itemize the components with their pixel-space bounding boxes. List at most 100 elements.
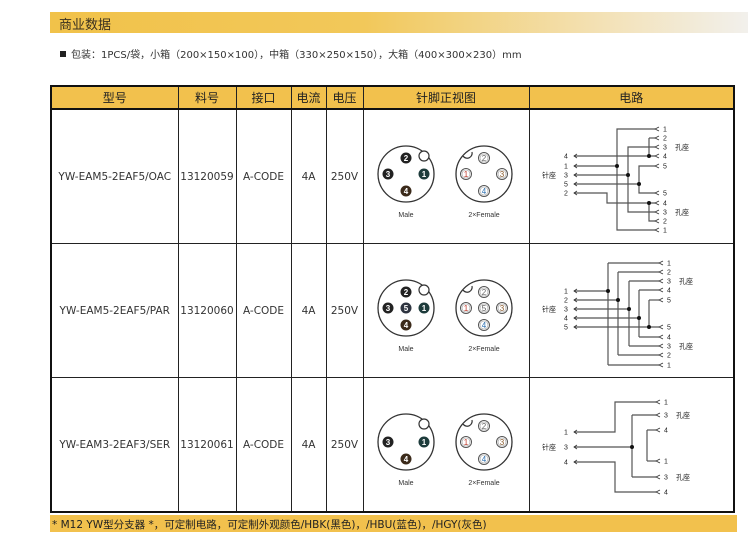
arrow-left-icon xyxy=(572,324,577,329)
socket-number: 2 xyxy=(663,218,667,225)
svg-text:4: 4 xyxy=(481,321,486,330)
female-pin-2: 2 xyxy=(477,151,490,164)
svg-text:2: 2 xyxy=(481,154,486,163)
svg-text:2: 2 xyxy=(481,288,486,297)
packaging-info: 包装：1PCS/袋，小箱（200×150×100），中箱（330×250×150… xyxy=(60,46,522,61)
svg-text:1: 1 xyxy=(463,438,468,447)
socket-number: 1 xyxy=(664,458,668,465)
bullet-square-icon xyxy=(60,51,66,57)
socket-number: 4 xyxy=(664,489,668,496)
current-cell: 4A xyxy=(290,377,327,513)
wire xyxy=(637,183,655,194)
junction-dot xyxy=(626,306,631,311)
socket-number: 3 xyxy=(664,412,668,419)
junction-dot xyxy=(646,324,651,329)
part-number-cell: 13120059 xyxy=(177,108,237,244)
socket-arrow-icon xyxy=(657,260,663,265)
male-label: Male xyxy=(398,212,413,219)
male-label: Male xyxy=(398,480,413,487)
arrow-left-icon xyxy=(572,459,577,464)
pin-seat-label: 针座 xyxy=(542,170,556,179)
section-title: 商业数据 xyxy=(59,18,112,33)
arrow-left-icon xyxy=(572,288,577,293)
socket-seat-label: 孔座 xyxy=(679,341,693,350)
socket-arrow-icon xyxy=(654,427,660,432)
female-pin-1: 1 xyxy=(459,301,472,314)
junction-dot xyxy=(615,297,620,302)
header-voltage: 电压 xyxy=(325,85,364,110)
female-pin-1: 1 xyxy=(459,435,472,448)
wire xyxy=(615,165,655,231)
arrow-left-icon xyxy=(572,181,577,186)
arrow-left-icon xyxy=(572,172,577,177)
socket-number: 5 xyxy=(667,324,671,331)
pin-number: 3 xyxy=(564,444,568,451)
svg-text:4: 4 xyxy=(481,187,486,196)
pin-number: 5 xyxy=(564,181,568,188)
wire xyxy=(573,164,655,185)
packaging-text: 包装：1PCS/袋，小箱（200×150×100），中箱（330×250×150… xyxy=(71,50,522,61)
socket-number: 1 xyxy=(664,399,668,406)
wire xyxy=(573,191,655,204)
male-pin-3: 3 xyxy=(382,168,393,179)
pin-number: 3 xyxy=(564,172,568,179)
female-pin-4: 4 xyxy=(477,184,490,197)
female-pin-2: 2 xyxy=(477,419,490,432)
junction-dot xyxy=(646,153,651,158)
pin-number: 4 xyxy=(564,153,568,160)
arrow-left-icon xyxy=(572,163,577,168)
socket-seat-label: 孔座 xyxy=(679,276,693,285)
socket-number: 5 xyxy=(663,190,667,197)
socket-number: 1 xyxy=(663,227,667,234)
female-connector: 2 1 3 4 xyxy=(454,144,513,203)
female-pin-3: 3 xyxy=(495,435,508,448)
svg-text:1: 1 xyxy=(421,304,426,313)
socket-number: 4 xyxy=(663,200,667,207)
socket-arrow-icon xyxy=(654,489,660,494)
socket-number: 4 xyxy=(664,427,668,434)
svg-text:4: 4 xyxy=(481,455,486,464)
socket-number: 5 xyxy=(663,163,667,170)
arrow-left-icon xyxy=(572,315,577,320)
arrow-left-icon xyxy=(572,429,577,434)
wire xyxy=(573,127,655,167)
junction-dot xyxy=(646,200,651,205)
header-pin-view: 针脚正视图 xyxy=(362,85,530,110)
header-interface: 接口 xyxy=(235,85,292,110)
arrow-left-icon xyxy=(572,153,577,158)
current-cell: 4A xyxy=(290,243,327,378)
arrow-left-icon xyxy=(572,444,577,449)
socket-arrow-icon xyxy=(657,278,663,283)
socket-arrow-icon xyxy=(653,218,659,223)
header-part-number: 料号 xyxy=(177,85,237,110)
svg-text:5: 5 xyxy=(481,304,486,313)
svg-text:3: 3 xyxy=(499,170,504,179)
male-pin-1: 1 xyxy=(418,168,429,179)
male-pin-1: 1 xyxy=(418,436,429,447)
socket-number: 1 xyxy=(667,260,671,267)
socket-number: 2 xyxy=(663,135,667,142)
header-circuit: 电路 xyxy=(528,85,735,110)
socket-arrow-icon xyxy=(653,153,659,158)
footer-note-bar: * M12 YW型分支器 *，可定制电路，可定制外观颜色/HBK(黑色)，/HB… xyxy=(50,515,737,532)
socket-arrow-icon xyxy=(657,269,663,274)
male-pin-2: 2 xyxy=(400,286,411,297)
socket-number: 4 xyxy=(663,153,667,160)
arrow-left-icon xyxy=(572,190,577,195)
svg-text:1: 1 xyxy=(463,170,468,179)
socket-number: 2 xyxy=(667,269,671,276)
junction-dot xyxy=(636,181,641,186)
current-cell: 4A xyxy=(290,108,327,244)
socket-number: 2 xyxy=(667,352,671,359)
